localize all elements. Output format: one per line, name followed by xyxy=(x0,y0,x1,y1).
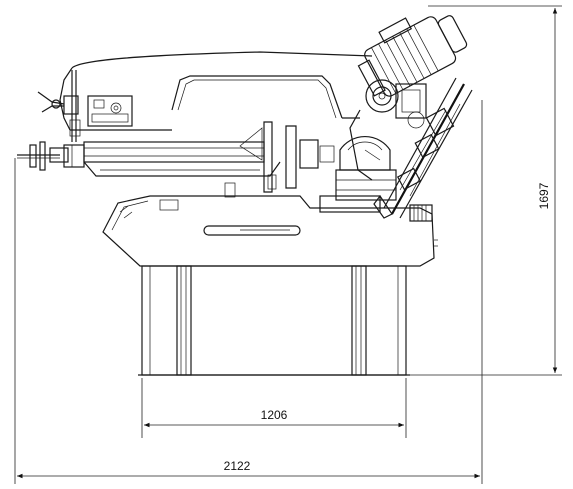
blade-guide-arm xyxy=(373,77,473,219)
overall-width-dimension: 2122 xyxy=(14,100,483,484)
blade-wheel xyxy=(319,136,397,213)
height-dimension-label: 1697 xyxy=(537,182,551,209)
gearbox xyxy=(349,79,427,181)
motor-assembly xyxy=(357,15,468,97)
bow-frame xyxy=(37,51,373,142)
base-width-dimension-label: 1206 xyxy=(261,408,288,422)
height-dimension: 1697 xyxy=(410,5,562,376)
base-width-dimension: 1206 xyxy=(141,378,407,438)
machine-bed xyxy=(102,174,438,267)
overall-width-dimension-label: 2122 xyxy=(224,459,251,473)
vise-assembly xyxy=(17,121,335,193)
machine-stand xyxy=(138,265,410,376)
